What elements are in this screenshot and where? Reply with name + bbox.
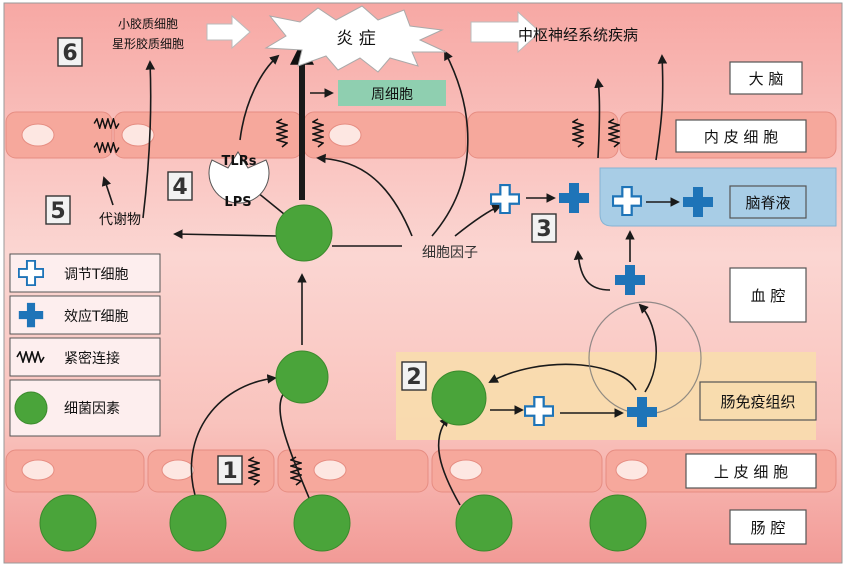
legend-bacteria-label: 细菌因素 — [64, 401, 120, 417]
inflammation-label: 炎 症 — [336, 29, 375, 49]
metabolites-label: 代谢物 — [99, 212, 141, 228]
number-4: 4 — [172, 175, 187, 200]
block-arrows — [206, 10, 541, 54]
number-3: 3 — [536, 217, 551, 242]
epithelial-label-box — [685, 453, 817, 489]
microglia-label: 小胶质细胞 — [118, 16, 178, 31]
cns-disease-label: 中枢神经系统疾病 — [518, 26, 638, 44]
gut-immune-label-box — [699, 381, 817, 421]
gut-lumen-label-box — [729, 509, 807, 545]
brain-label-box — [729, 61, 803, 95]
epithelial-label: 上 皮 细 胞 — [714, 463, 788, 481]
csf-label-box — [729, 185, 807, 219]
legend-treg-label: 调节T细胞 — [64, 267, 129, 283]
legend-tight-junction-label: 紧密连接 — [64, 350, 120, 367]
astrocyte-label: 星形胶质细胞 — [112, 36, 184, 51]
endothelial-label: 内 皮 细 胞 — [704, 128, 778, 146]
blood-label: 血 腔 — [751, 287, 786, 305]
number-6: 6 — [62, 41, 77, 66]
brain-label: 大 脑 — [749, 70, 784, 88]
pathway-arrows — [101, 40, 680, 506]
endothelial-label-box — [675, 119, 807, 153]
inflammation-burst — [264, 5, 447, 73]
gut-lumen-label: 肠 腔 — [751, 519, 786, 537]
number-5: 5 — [50, 199, 65, 224]
gut-immune-label: 肠免疫组织 — [720, 393, 795, 411]
number-boxes — [45, 37, 557, 485]
tlrs-receptor — [208, 151, 270, 204]
legend-teff-label: 效应T细胞 — [64, 308, 129, 325]
lps-label: LPS — [224, 195, 251, 210]
pericyte-label: 周细胞 — [371, 87, 413, 103]
tlrs-label: TLRs — [222, 154, 257, 169]
csf-label: 脑脊液 — [745, 194, 790, 212]
cytokines-label: 细胞因子 — [422, 245, 478, 261]
number-1: 1 — [222, 459, 237, 484]
legend-bacteria-icon — [14, 391, 48, 425]
bacterial-factors — [39, 204, 647, 552]
pericyte-box — [338, 80, 446, 106]
blood-label-box — [729, 267, 807, 323]
legend: 调节T细胞 效应T细胞 紧密连接 细菌因素 — [9, 253, 161, 437]
number-2: 2 — [406, 365, 421, 390]
